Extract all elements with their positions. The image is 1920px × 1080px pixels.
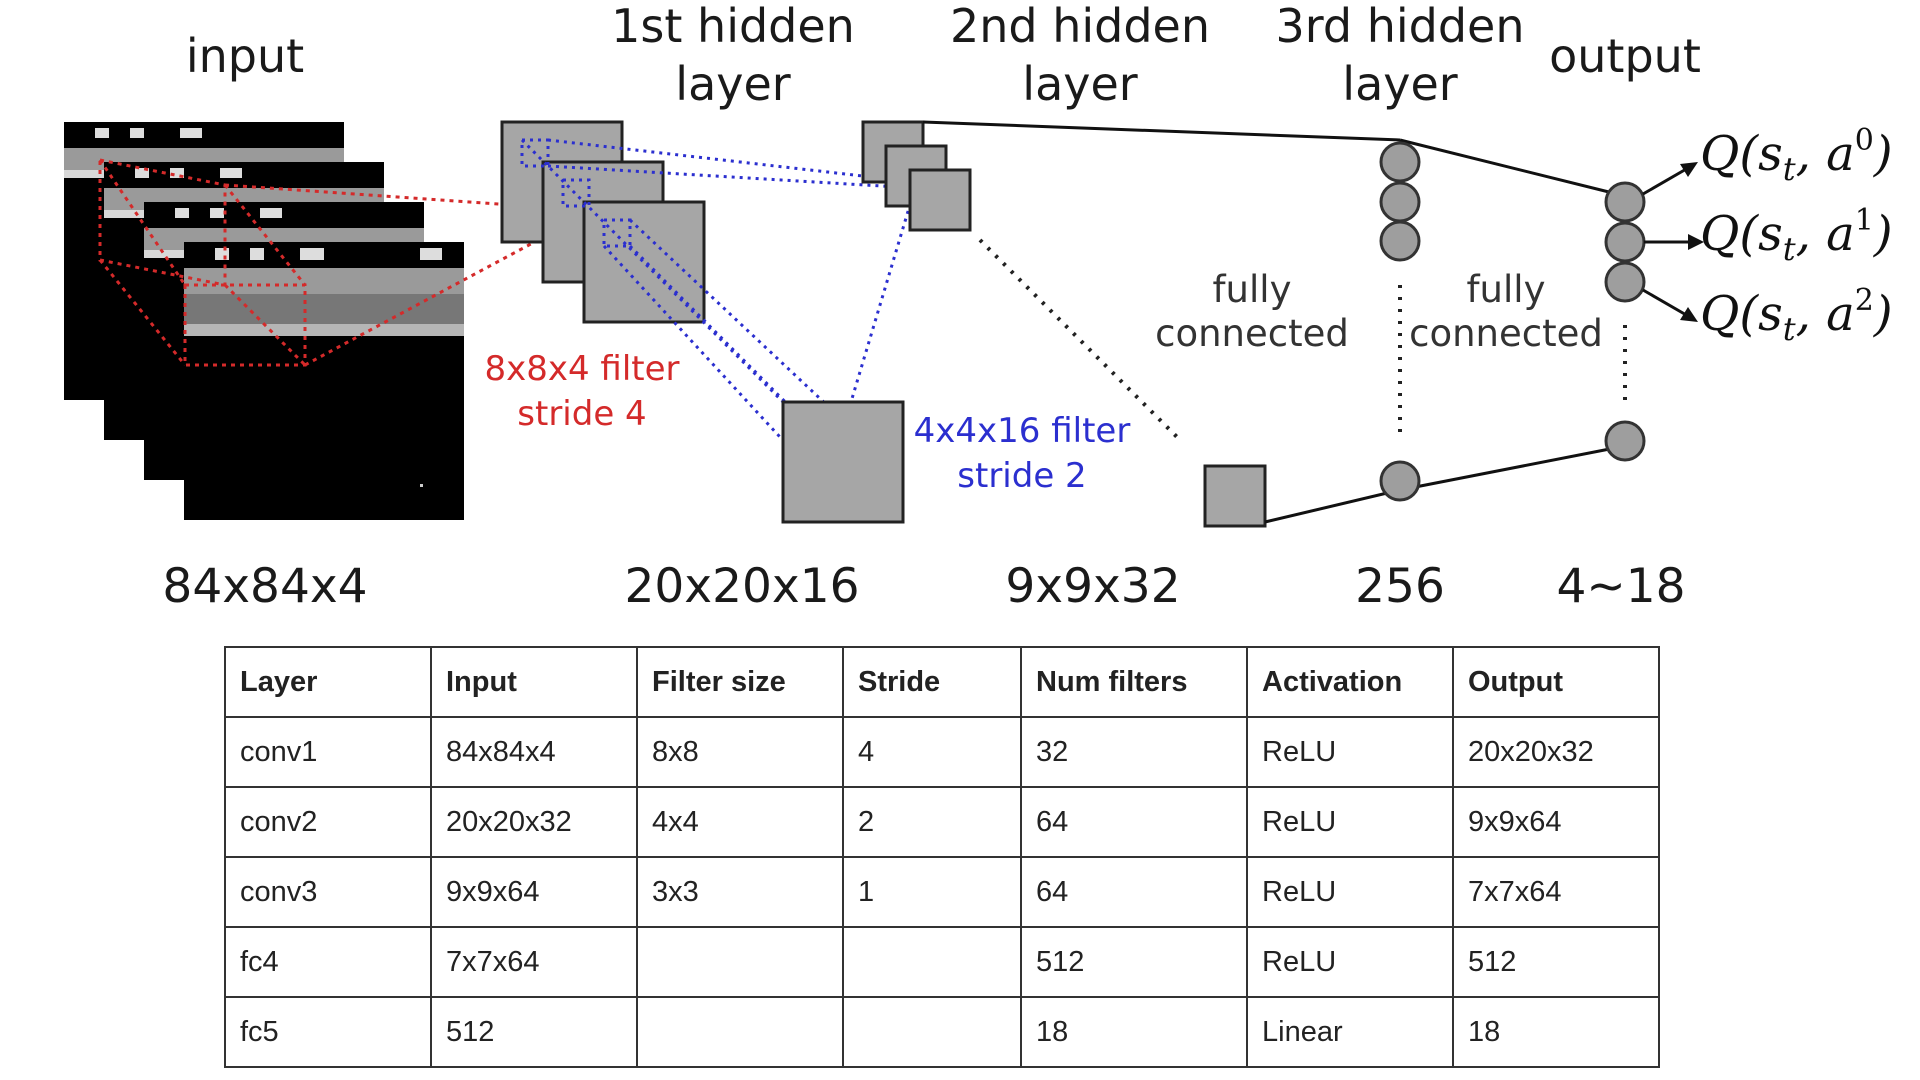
table-cell: 64 xyxy=(1020,856,1248,928)
table-row: fc4 7x7x64 512 ReLU 512 xyxy=(224,926,1660,998)
output-arrows xyxy=(1642,162,1704,322)
table-cell: conv2 xyxy=(224,786,432,858)
q-output-2: Q(st, a2) xyxy=(1700,283,1893,348)
col-header: Filter size xyxy=(636,646,844,718)
table-cell: 2 xyxy=(842,786,1022,858)
header-input: input xyxy=(186,29,304,83)
header-hidden3-line2: layer xyxy=(1342,57,1457,111)
col-header: Input xyxy=(430,646,638,718)
table-cell xyxy=(842,926,1022,998)
fc1-label-line2: connected xyxy=(1155,312,1349,355)
table-cell: 9x9x64 xyxy=(1452,786,1660,858)
table-cell xyxy=(636,996,844,1068)
hidden2-bottom-map xyxy=(1203,464,1267,528)
filter2-projection xyxy=(520,138,917,464)
table-cell: 8x8 xyxy=(636,716,844,788)
table-cell: ReLU xyxy=(1246,926,1454,998)
table-header-row: Layer Input Filter size Stride Num filte… xyxy=(224,646,1660,718)
table-cell xyxy=(636,926,844,998)
filter2-label-line2: stride 2 xyxy=(957,456,1086,496)
table-cell: 4x4 xyxy=(636,786,844,858)
col-header: Layer xyxy=(224,646,432,718)
fc1-label-line1: fully xyxy=(1213,268,1292,311)
table-cell: conv1 xyxy=(224,716,432,788)
q-output-0: Q(st, a0) xyxy=(1700,123,1893,188)
header-hidden1-line1: 1st hidden xyxy=(611,0,855,53)
table-cell: 20x20x32 xyxy=(430,786,638,858)
hidden2-feature-maps xyxy=(861,120,972,232)
table-cell: 512 xyxy=(1452,926,1660,998)
table-cell: 18 xyxy=(1452,996,1660,1068)
q-output-1: Q(st, a1) xyxy=(1700,203,1893,268)
table-cell: 1 xyxy=(842,856,1022,928)
fc-edges xyxy=(922,120,1626,524)
output-neurons xyxy=(1604,181,1646,462)
header-hidden2-line1: 2nd hidden xyxy=(950,0,1210,53)
dim-input: 84x84x4 xyxy=(162,559,367,614)
dim-output: 4~18 xyxy=(1556,559,1685,614)
header-hidden2-line2: layer xyxy=(1022,57,1137,111)
table-cell: 18 xyxy=(1020,996,1248,1068)
table-cell: 7x7x64 xyxy=(1452,856,1660,928)
dim-hidden2: 9x9x32 xyxy=(1005,559,1180,614)
hidden2-dotted-link xyxy=(978,238,1182,442)
table-cell: fc4 xyxy=(224,926,432,998)
table-cell: ReLU xyxy=(1246,856,1454,928)
table-cell: 20x20x32 xyxy=(1452,716,1660,788)
layer-table: Layer Input Filter size Stride Num filte… xyxy=(224,646,1660,1068)
input-frame-4 xyxy=(184,242,464,520)
filter2-label-line1: 4x4x16 filter xyxy=(914,411,1131,451)
table-cell: 4 xyxy=(842,716,1022,788)
col-header: Activation xyxy=(1246,646,1454,718)
table-cell: 3x3 xyxy=(636,856,844,928)
header-output: output xyxy=(1549,29,1701,83)
table-cell: 9x9x64 xyxy=(430,856,638,928)
filter1-label-line2: stride 4 xyxy=(517,394,646,434)
table-cell: ReLU xyxy=(1246,786,1454,858)
table-row: conv1 84x84x4 8x8 4 32 ReLU 20x20x32 xyxy=(224,716,1660,788)
table-cell: conv3 xyxy=(224,856,432,928)
table-cell: 7x7x64 xyxy=(430,926,638,998)
dim-hidden1: 20x20x16 xyxy=(624,559,859,614)
table-row: conv2 20x20x32 4x4 2 64 ReLU 9x9x64 xyxy=(224,786,1660,858)
table-cell: 84x84x4 xyxy=(430,716,638,788)
header-hidden3-line1: 3rd hidden xyxy=(1276,0,1525,53)
col-header: Num filters xyxy=(1020,646,1248,718)
hidden3-neurons xyxy=(1379,141,1421,502)
table-cell: 512 xyxy=(1020,926,1248,998)
filter1-label-line1: 8x8x4 filter xyxy=(484,349,679,389)
col-header: Stride xyxy=(842,646,1022,718)
header-hidden1-line2: layer xyxy=(675,57,790,111)
table-cell: 32 xyxy=(1020,716,1248,788)
input-frames xyxy=(64,122,464,520)
hidden1-bottom-map xyxy=(781,400,905,524)
table-cell: Linear xyxy=(1246,996,1454,1068)
hidden1-feature-maps xyxy=(500,120,706,324)
table-cell: 512 xyxy=(430,996,638,1068)
dim-hidden3: 256 xyxy=(1355,559,1445,614)
network-diagram: input 1st hidden layer 2nd hidden layer … xyxy=(64,0,1893,614)
table-cell: 64 xyxy=(1020,786,1248,858)
table-cell: ReLU xyxy=(1246,716,1454,788)
fc2-label-line1: fully xyxy=(1467,268,1546,311)
col-header: Output xyxy=(1452,646,1660,718)
table-cell: fc5 xyxy=(224,996,432,1068)
fc2-label-line2: connected xyxy=(1409,312,1603,355)
table-cell xyxy=(842,996,1022,1068)
table-row: fc5 512 18 Linear 18 xyxy=(224,996,1660,1068)
table-row: conv3 9x9x64 3x3 1 64 ReLU 7x7x64 xyxy=(224,856,1660,928)
